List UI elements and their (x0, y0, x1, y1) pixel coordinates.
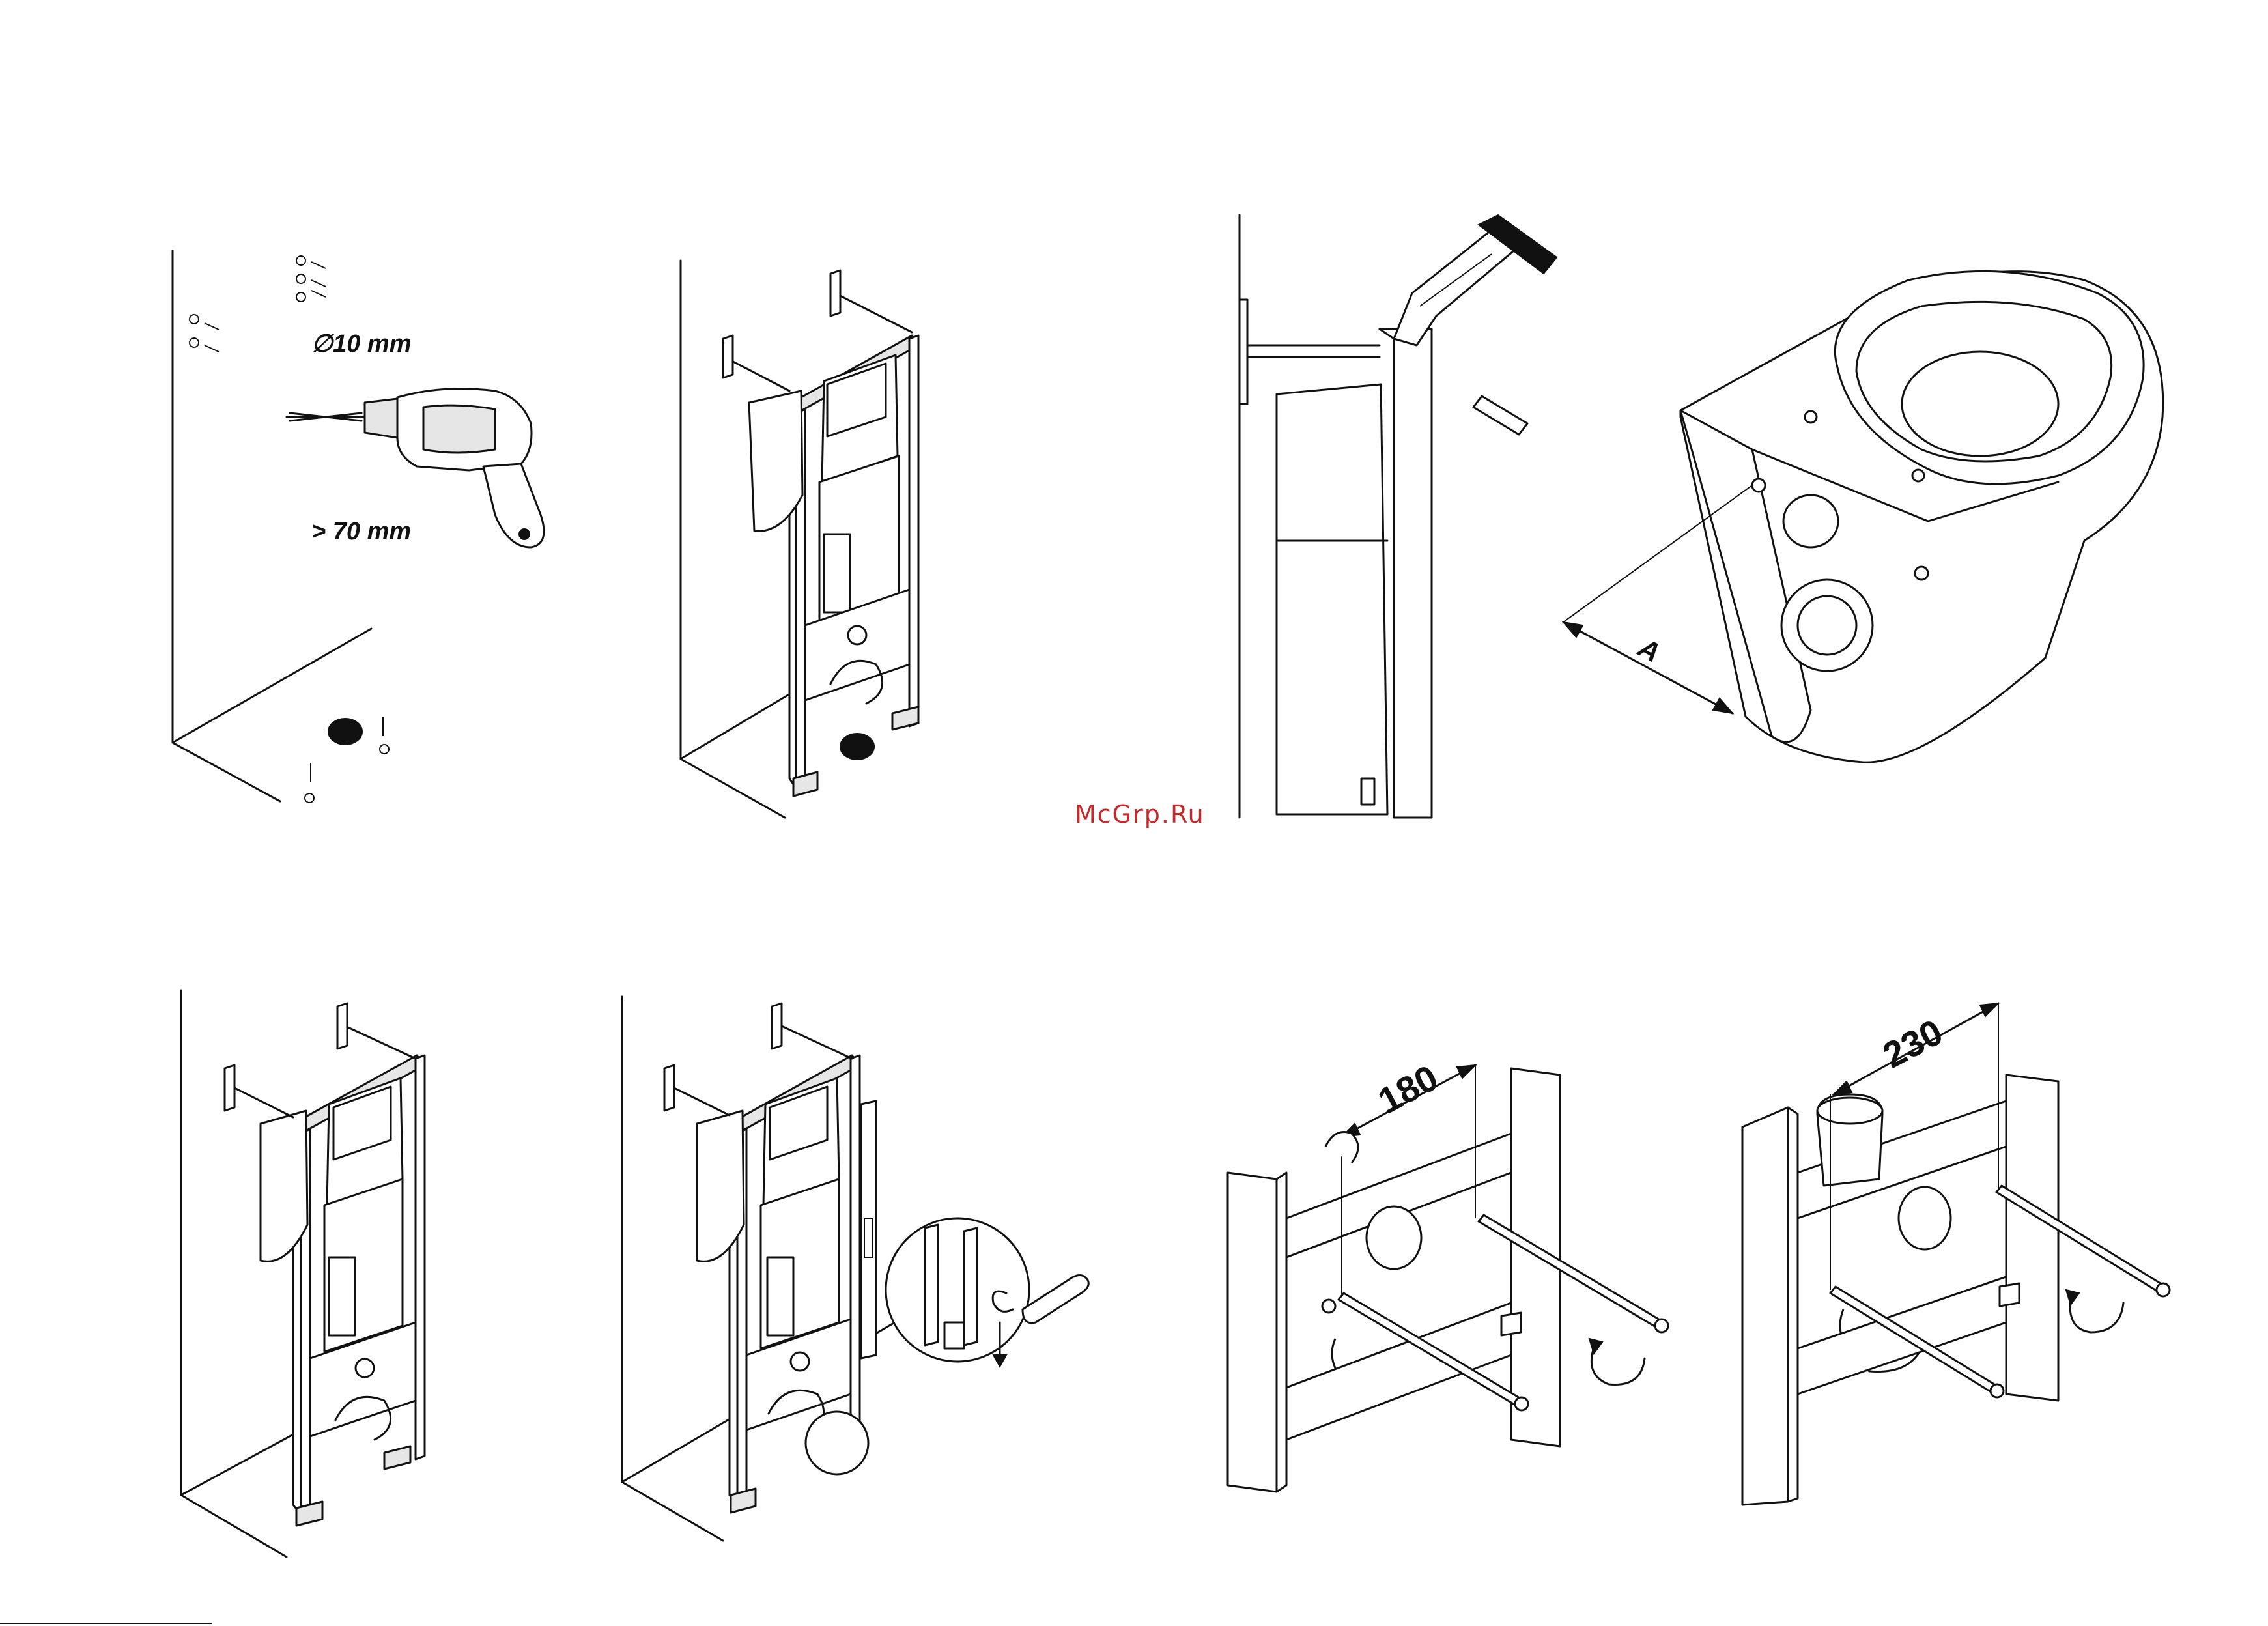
watermark: McGrp.Ru (1075, 800, 1205, 829)
rotate-arrow-icon (2070, 1293, 2123, 1332)
wrench-icon (1023, 1276, 1088, 1323)
drill-hole (328, 719, 362, 745)
cistern (1277, 384, 1387, 814)
step-6-adjust (622, 997, 1088, 1541)
drill-depth-label: > 70 mm (311, 518, 411, 546)
step-8-rods-230 (1742, 1003, 2170, 1505)
step-4-bowl (1563, 271, 2163, 762)
step-5-frame (181, 990, 425, 1557)
frame-post-right (2006, 1075, 2058, 1401)
frame-post-left (1742, 1107, 1788, 1505)
drill-diameter-label: ∅10 mm (311, 329, 412, 358)
step-3-side-view (1240, 215, 1557, 818)
level-icon (861, 1101, 876, 1358)
rotate-arrow-icon (1591, 1342, 1645, 1385)
frame-profile (1380, 329, 1432, 818)
frame-post-left (1228, 1173, 1277, 1492)
step-2-frame (681, 261, 918, 818)
step-7-rods-180 (1228, 1065, 1668, 1492)
floor-drain (840, 734, 874, 760)
outlet-lower (1781, 580, 1873, 671)
level-icon (1394, 215, 1557, 345)
toilet-frame (225, 1003, 425, 1526)
detail-circle-small (806, 1412, 868, 1474)
outlet-upper (1783, 495, 1838, 547)
dowel (1473, 396, 1527, 435)
